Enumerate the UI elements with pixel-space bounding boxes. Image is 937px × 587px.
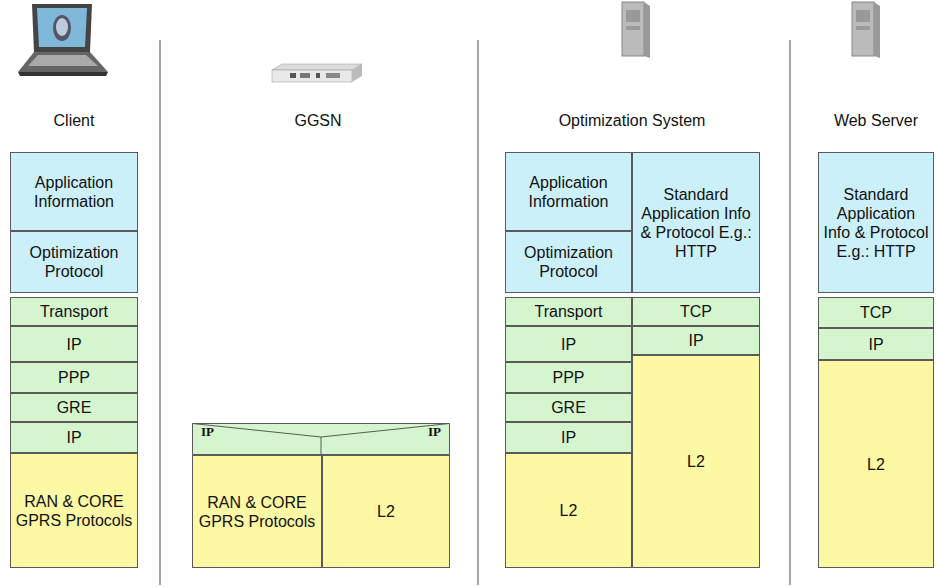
protocol-layer: GRE: [505, 393, 632, 422]
router-icon: [272, 64, 362, 82]
layer-label: L2: [557, 501, 581, 520]
layer-label: RAN & CORE GPRS Protocols: [193, 493, 321, 531]
layer-label: IP: [558, 428, 579, 447]
protocol-layer: L2: [632, 355, 760, 568]
layer-label: Application Information: [506, 173, 631, 211]
bar-outline: [192, 423, 450, 455]
layer-label: TCP: [677, 302, 715, 321]
protocol-layer: RAN & CORE GPRS Protocols: [10, 453, 138, 568]
protocol-layer: IP: [505, 422, 632, 453]
protocol-layer: L2: [818, 360, 934, 568]
protocol-layer: Optimization Protocol: [505, 231, 632, 293]
protocol-layer: IP: [10, 422, 138, 453]
layer-label: Optimization Protocol: [11, 243, 137, 281]
layer-label: IP: [198, 425, 217, 439]
layer-label: Optimization Protocol: [506, 243, 631, 281]
protocol-layer: Application Information: [505, 152, 632, 231]
layer-label: Standard Application Info & Protocol E.g…: [633, 185, 759, 261]
layer-label: IP: [63, 335, 84, 354]
protocol-layer: IP: [10, 326, 138, 362]
layer-label: GRE: [54, 398, 95, 417]
protocol-layer: Standard Application Info & Protocol E.g…: [632, 152, 760, 293]
column-heading: Web Server: [834, 112, 918, 130]
layer-label: L2: [864, 455, 888, 474]
column-divider: [789, 40, 791, 585]
layer-label: L2: [374, 502, 398, 521]
protocol-layer: TCP: [818, 297, 934, 328]
protocol-layer: L2: [322, 455, 450, 568]
layer-label: IP: [685, 331, 706, 350]
laptop-icon: [18, 4, 108, 76]
protocol-layer: L2: [505, 453, 632, 568]
server-icon: [852, 2, 880, 58]
layer-label: L2: [684, 452, 708, 471]
protocol-layer: TCP: [632, 297, 760, 326]
protocol-layer: Optimization Protocol: [10, 231, 138, 293]
protocol-layer: RAN & CORE GPRS Protocols: [192, 455, 322, 568]
protocol-layer: IP: [818, 328, 934, 360]
protocol-layer: Transport: [10, 297, 138, 326]
layer-label: Transport: [532, 302, 606, 321]
column-heading: Optimization System: [559, 112, 706, 130]
protocol-layer: PPP: [10, 362, 138, 393]
protocol-layer: Transport: [505, 297, 632, 326]
protocol-bar: IP IP: [192, 423, 450, 455]
server-icon: [622, 2, 650, 58]
protocol-layer: PPP: [505, 362, 632, 393]
layer-label: RAN & CORE GPRS Protocols: [11, 492, 137, 530]
layer-label: IP: [865, 335, 886, 354]
layer-label: Application Information: [11, 173, 137, 211]
layer-label: Transport: [37, 302, 111, 321]
column-heading: Client: [54, 112, 95, 130]
column-heading: GGSN: [294, 112, 341, 130]
column-divider: [159, 40, 161, 585]
layer-label: IP: [425, 425, 444, 439]
layer-label: GRE: [548, 398, 589, 417]
protocol-layer: Standard Application Info & Protocol E.g…: [818, 152, 934, 293]
column-divider: [477, 40, 479, 585]
layer-label: Standard Application Info & Protocol E.g…: [819, 185, 933, 261]
layer-label: IP: [63, 428, 84, 447]
protocol-layer: IP: [632, 326, 760, 355]
layer-label: TCP: [857, 303, 895, 322]
layer-label: PPP: [55, 368, 93, 387]
protocol-layer: GRE: [10, 393, 138, 422]
protocol-layer: IP: [505, 326, 632, 362]
protocol-layer: Application Information: [10, 152, 138, 231]
layer-label: IP: [558, 335, 579, 354]
layer-label: PPP: [549, 368, 587, 387]
